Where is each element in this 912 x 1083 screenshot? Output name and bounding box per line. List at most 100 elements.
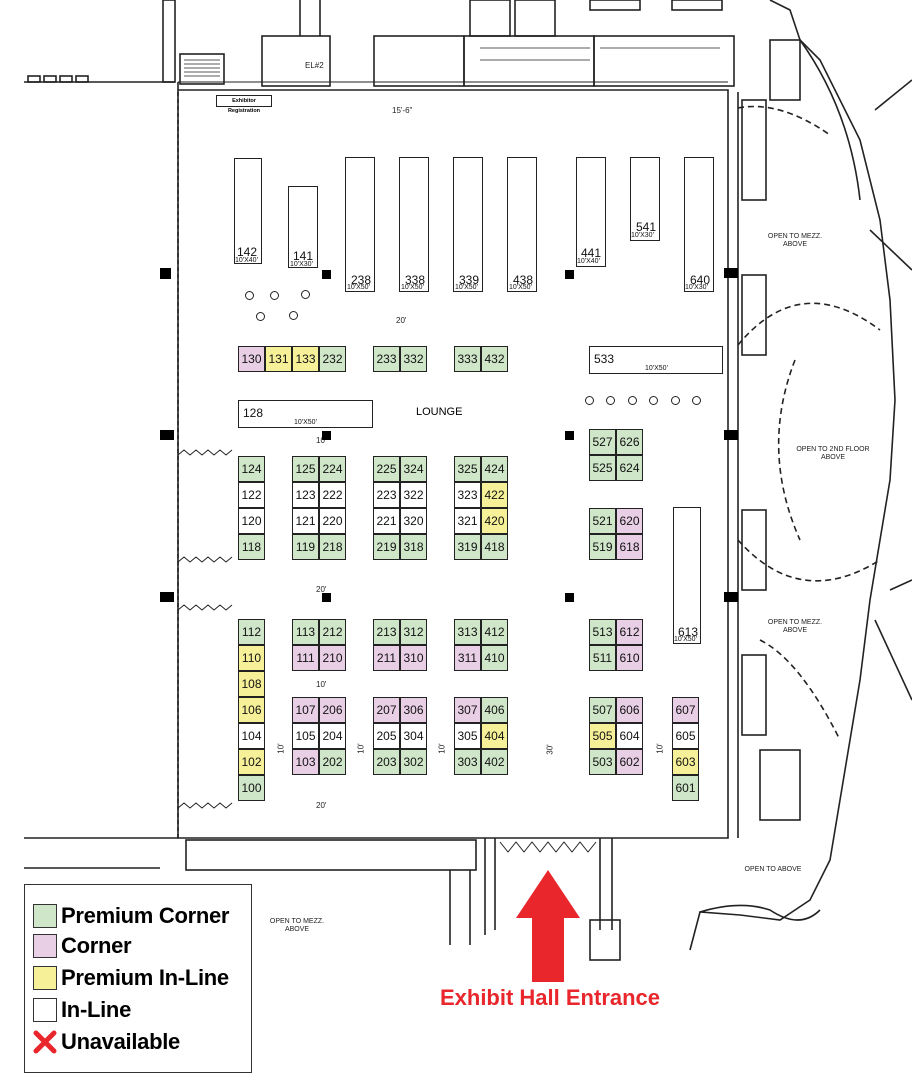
booth-307[interactable]: 307 [454,697,481,723]
booth-238[interactable]: 238 10'X50' [345,157,375,292]
booth-306[interactable]: 306 [400,697,427,723]
booth-418[interactable]: 418 [481,534,508,560]
booth-142[interactable]: 142 10'X40' [234,158,262,264]
booth-441[interactable]: 441 10'X40' [576,157,606,267]
booth-420[interactable]: 420 [481,508,508,534]
booth-205[interactable]: 205 [373,723,400,749]
booth-232[interactable]: 232 [319,346,346,372]
booth-312[interactable]: 312 [400,619,427,645]
booth-624[interactable]: 624 [616,455,643,481]
booth-422[interactable]: 422 [481,482,508,508]
booth-505[interactable]: 505 [589,723,616,749]
booth-120[interactable]: 120 [238,508,265,534]
booth-224[interactable]: 224 [319,456,346,482]
booth-102[interactable]: 102 [238,749,265,775]
booth-432[interactable]: 432 [481,346,508,372]
booth-325[interactable]: 325 [454,456,481,482]
booth-220[interactable]: 220 [319,508,346,534]
booth-311[interactable]: 311 [454,645,481,671]
booth-323[interactable]: 323 [454,482,481,508]
booth-303[interactable]: 303 [454,749,481,775]
booth-103[interactable]: 103 [292,749,319,775]
booth-123[interactable]: 123 [292,482,319,508]
booth-133[interactable]: 133 [292,346,319,372]
booth-320[interactable]: 320 [400,508,427,534]
booth-601[interactable]: 601 [672,775,699,801]
booth-207[interactable]: 207 [373,697,400,723]
booth-202[interactable]: 202 [319,749,346,775]
booth-321[interactable]: 321 [454,508,481,534]
booth-100[interactable]: 100 [238,775,265,801]
booth-211[interactable]: 211 [373,645,400,671]
booth-620[interactable]: 620 [616,508,643,534]
booth-131[interactable]: 131 [265,346,292,372]
booth-218[interactable]: 218 [319,534,346,560]
booth-613[interactable]: 613 10'X50' [673,507,701,644]
booth-541[interactable]: 541 10'X30' [630,157,660,241]
booth-125[interactable]: 125 [292,456,319,482]
booth-610[interactable]: 610 [616,645,643,671]
booth-118[interactable]: 118 [238,534,265,560]
booth-521[interactable]: 521 [589,508,616,534]
booth-124[interactable]: 124 [238,456,265,482]
booth-108[interactable]: 108 [238,671,265,697]
booth-507[interactable]: 507 [589,697,616,723]
booth-606[interactable]: 606 [616,697,643,723]
booth-527[interactable]: 527 [589,429,616,455]
booth-318[interactable]: 318 [400,534,427,560]
booth-324[interactable]: 324 [400,456,427,482]
booth-305[interactable]: 305 [454,723,481,749]
booth-105[interactable]: 105 [292,723,319,749]
booth-206[interactable]: 206 [319,697,346,723]
booth-204[interactable]: 204 [319,723,346,749]
booth-402[interactable]: 402 [481,749,508,775]
booth-310[interactable]: 310 [400,645,427,671]
booth-513[interactable]: 513 [589,619,616,645]
booth-212[interactable]: 212 [319,619,346,645]
booth-113[interactable]: 113 [292,619,319,645]
booth-410[interactable]: 410 [481,645,508,671]
booth-604[interactable]: 604 [616,723,643,749]
booth-412[interactable]: 412 [481,619,508,645]
booth-107[interactable]: 107 [292,697,319,723]
booth-602[interactable]: 602 [616,749,643,775]
booth-525[interactable]: 525 [589,455,616,481]
booth-313[interactable]: 313 [454,619,481,645]
booth-112[interactable]: 112 [238,619,265,645]
booth-304[interactable]: 304 [400,723,427,749]
booth-130[interactable]: 130 [238,346,265,372]
booth-612[interactable]: 612 [616,619,643,645]
booth-210[interactable]: 210 [319,645,346,671]
booth-111[interactable]: 111 [292,645,319,671]
booth-104[interactable]: 104 [238,723,265,749]
booth-319[interactable]: 319 [454,534,481,560]
booth-333[interactable]: 333 [454,346,481,372]
booth-233[interactable]: 233 [373,346,400,372]
booth-110[interactable]: 110 [238,645,265,671]
booth-618[interactable]: 618 [616,534,643,560]
booth-338[interactable]: 338 10'X50' [399,157,429,292]
booth-223[interactable]: 223 [373,482,400,508]
booth-302[interactable]: 302 [400,749,427,775]
booth-128[interactable]: 128 10'X50' [238,400,373,428]
booth-332[interactable]: 332 [400,346,427,372]
booth-640[interactable]: 640 10'X30' [684,157,714,292]
booth-406[interactable]: 406 [481,697,508,723]
booth-219[interactable]: 219 [373,534,400,560]
booth-225[interactable]: 225 [373,456,400,482]
booth-519[interactable]: 519 [589,534,616,560]
booth-511[interactable]: 511 [589,645,616,671]
booth-141[interactable]: 141 10'X30' [288,186,318,268]
booth-119[interactable]: 119 [292,534,319,560]
booth-203[interactable]: 203 [373,749,400,775]
booth-339[interactable]: 339 10'X50' [453,157,483,292]
booth-404[interactable]: 404 [481,723,508,749]
booth-106[interactable]: 106 [238,697,265,723]
booth-213[interactable]: 213 [373,619,400,645]
booth-322[interactable]: 322 [400,482,427,508]
booth-424[interactable]: 424 [481,456,508,482]
booth-607[interactable]: 607 [672,697,699,723]
booth-533[interactable]: 533 10'X50' [589,346,723,374]
booth-503[interactable]: 503 [589,749,616,775]
booth-121[interactable]: 121 [292,508,319,534]
